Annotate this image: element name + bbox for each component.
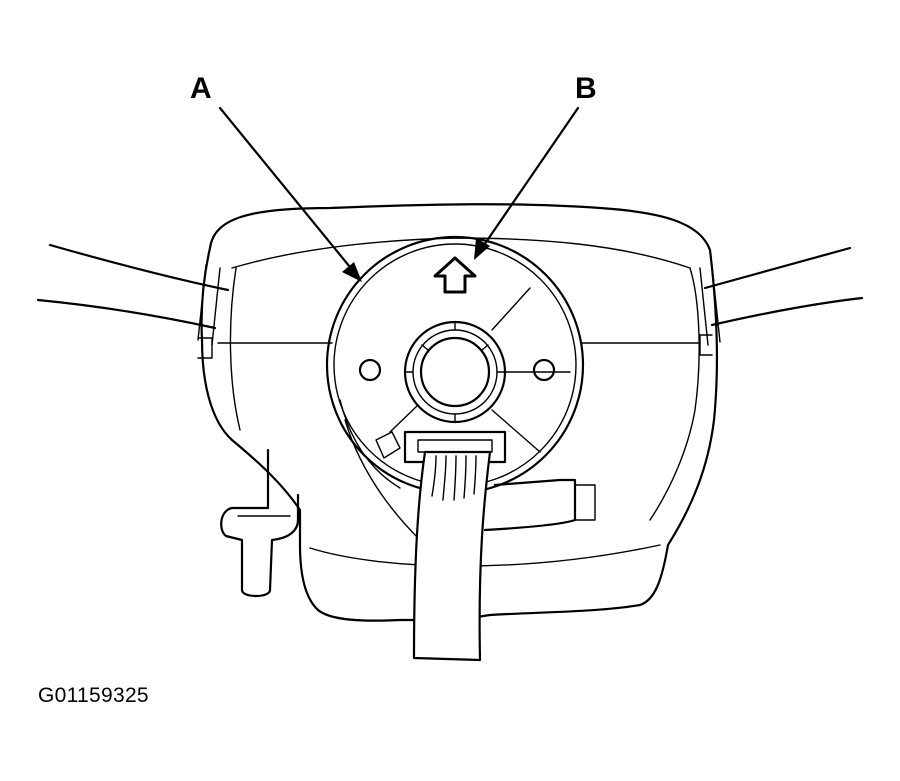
callout-b-leader [480,106,580,250]
callout-a-leader [218,106,356,274]
cable-reel [217,235,701,541]
callout-a-label: A [190,72,212,105]
callout-b: B [474,72,597,260]
reel-connector [375,430,507,464]
callout-b-label: B [575,72,597,105]
figure-id: G01159325 [38,684,149,707]
left-stalk [36,243,230,346]
callout-a-arrowhead [342,262,362,282]
callout-b-arrowhead [474,238,490,260]
callout-a: A [190,72,362,282]
column-cover-housing [197,203,719,622]
right-stalk [699,246,864,346]
wire-harness [412,450,492,662]
tilt-lever [220,448,300,598]
lower-bracket [483,478,596,532]
